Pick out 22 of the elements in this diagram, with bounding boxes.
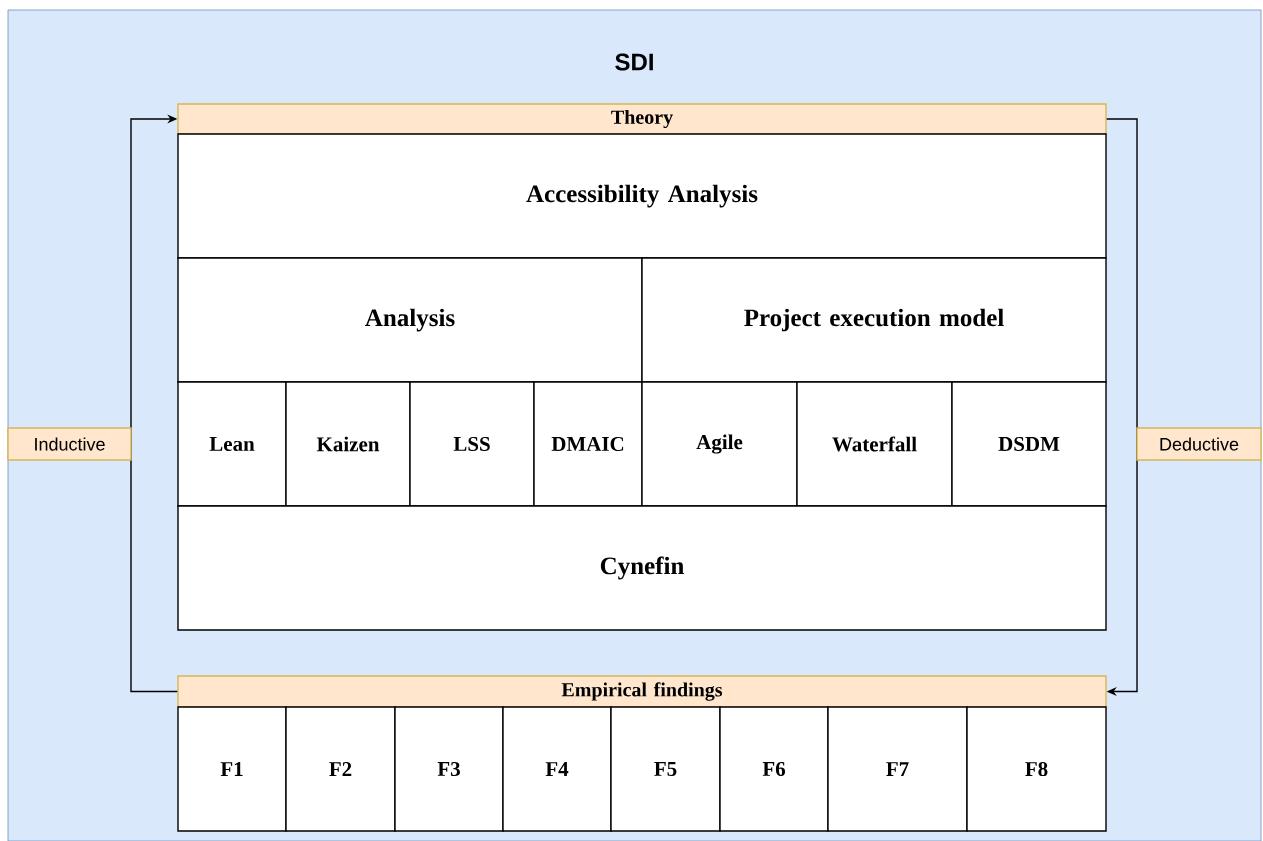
text-box: DMAIC bbox=[533, 381, 643, 507]
text-box: F2 bbox=[285, 706, 396, 832]
text-box: F3 bbox=[394, 706, 504, 832]
text-box: F4 bbox=[502, 706, 612, 832]
connector-arrow bbox=[130, 114, 178, 693]
edge-label: Deductive bbox=[1136, 427, 1262, 461]
text-box: F6 bbox=[719, 706, 829, 832]
text-box: F7 bbox=[827, 706, 968, 832]
text-box: DSDM bbox=[951, 381, 1107, 507]
header-bar: Empirical findings bbox=[177, 675, 1107, 708]
header-bar: Theory bbox=[177, 103, 1107, 135]
text-box: F8 bbox=[966, 706, 1107, 832]
text-box: Waterfall bbox=[796, 381, 953, 507]
text-box: LSS bbox=[409, 381, 535, 507]
text-box: Kaizen bbox=[285, 381, 411, 507]
text-box: Agile bbox=[641, 381, 798, 507]
edge-label: Inductive bbox=[7, 427, 132, 461]
text-box: Accessibility Analysis bbox=[177, 133, 1107, 259]
connector-arrow bbox=[1106, 118, 1138, 697]
text-box: F1 bbox=[177, 706, 287, 832]
text-box: F5 bbox=[610, 706, 721, 832]
text-box: Lean bbox=[177, 381, 287, 507]
